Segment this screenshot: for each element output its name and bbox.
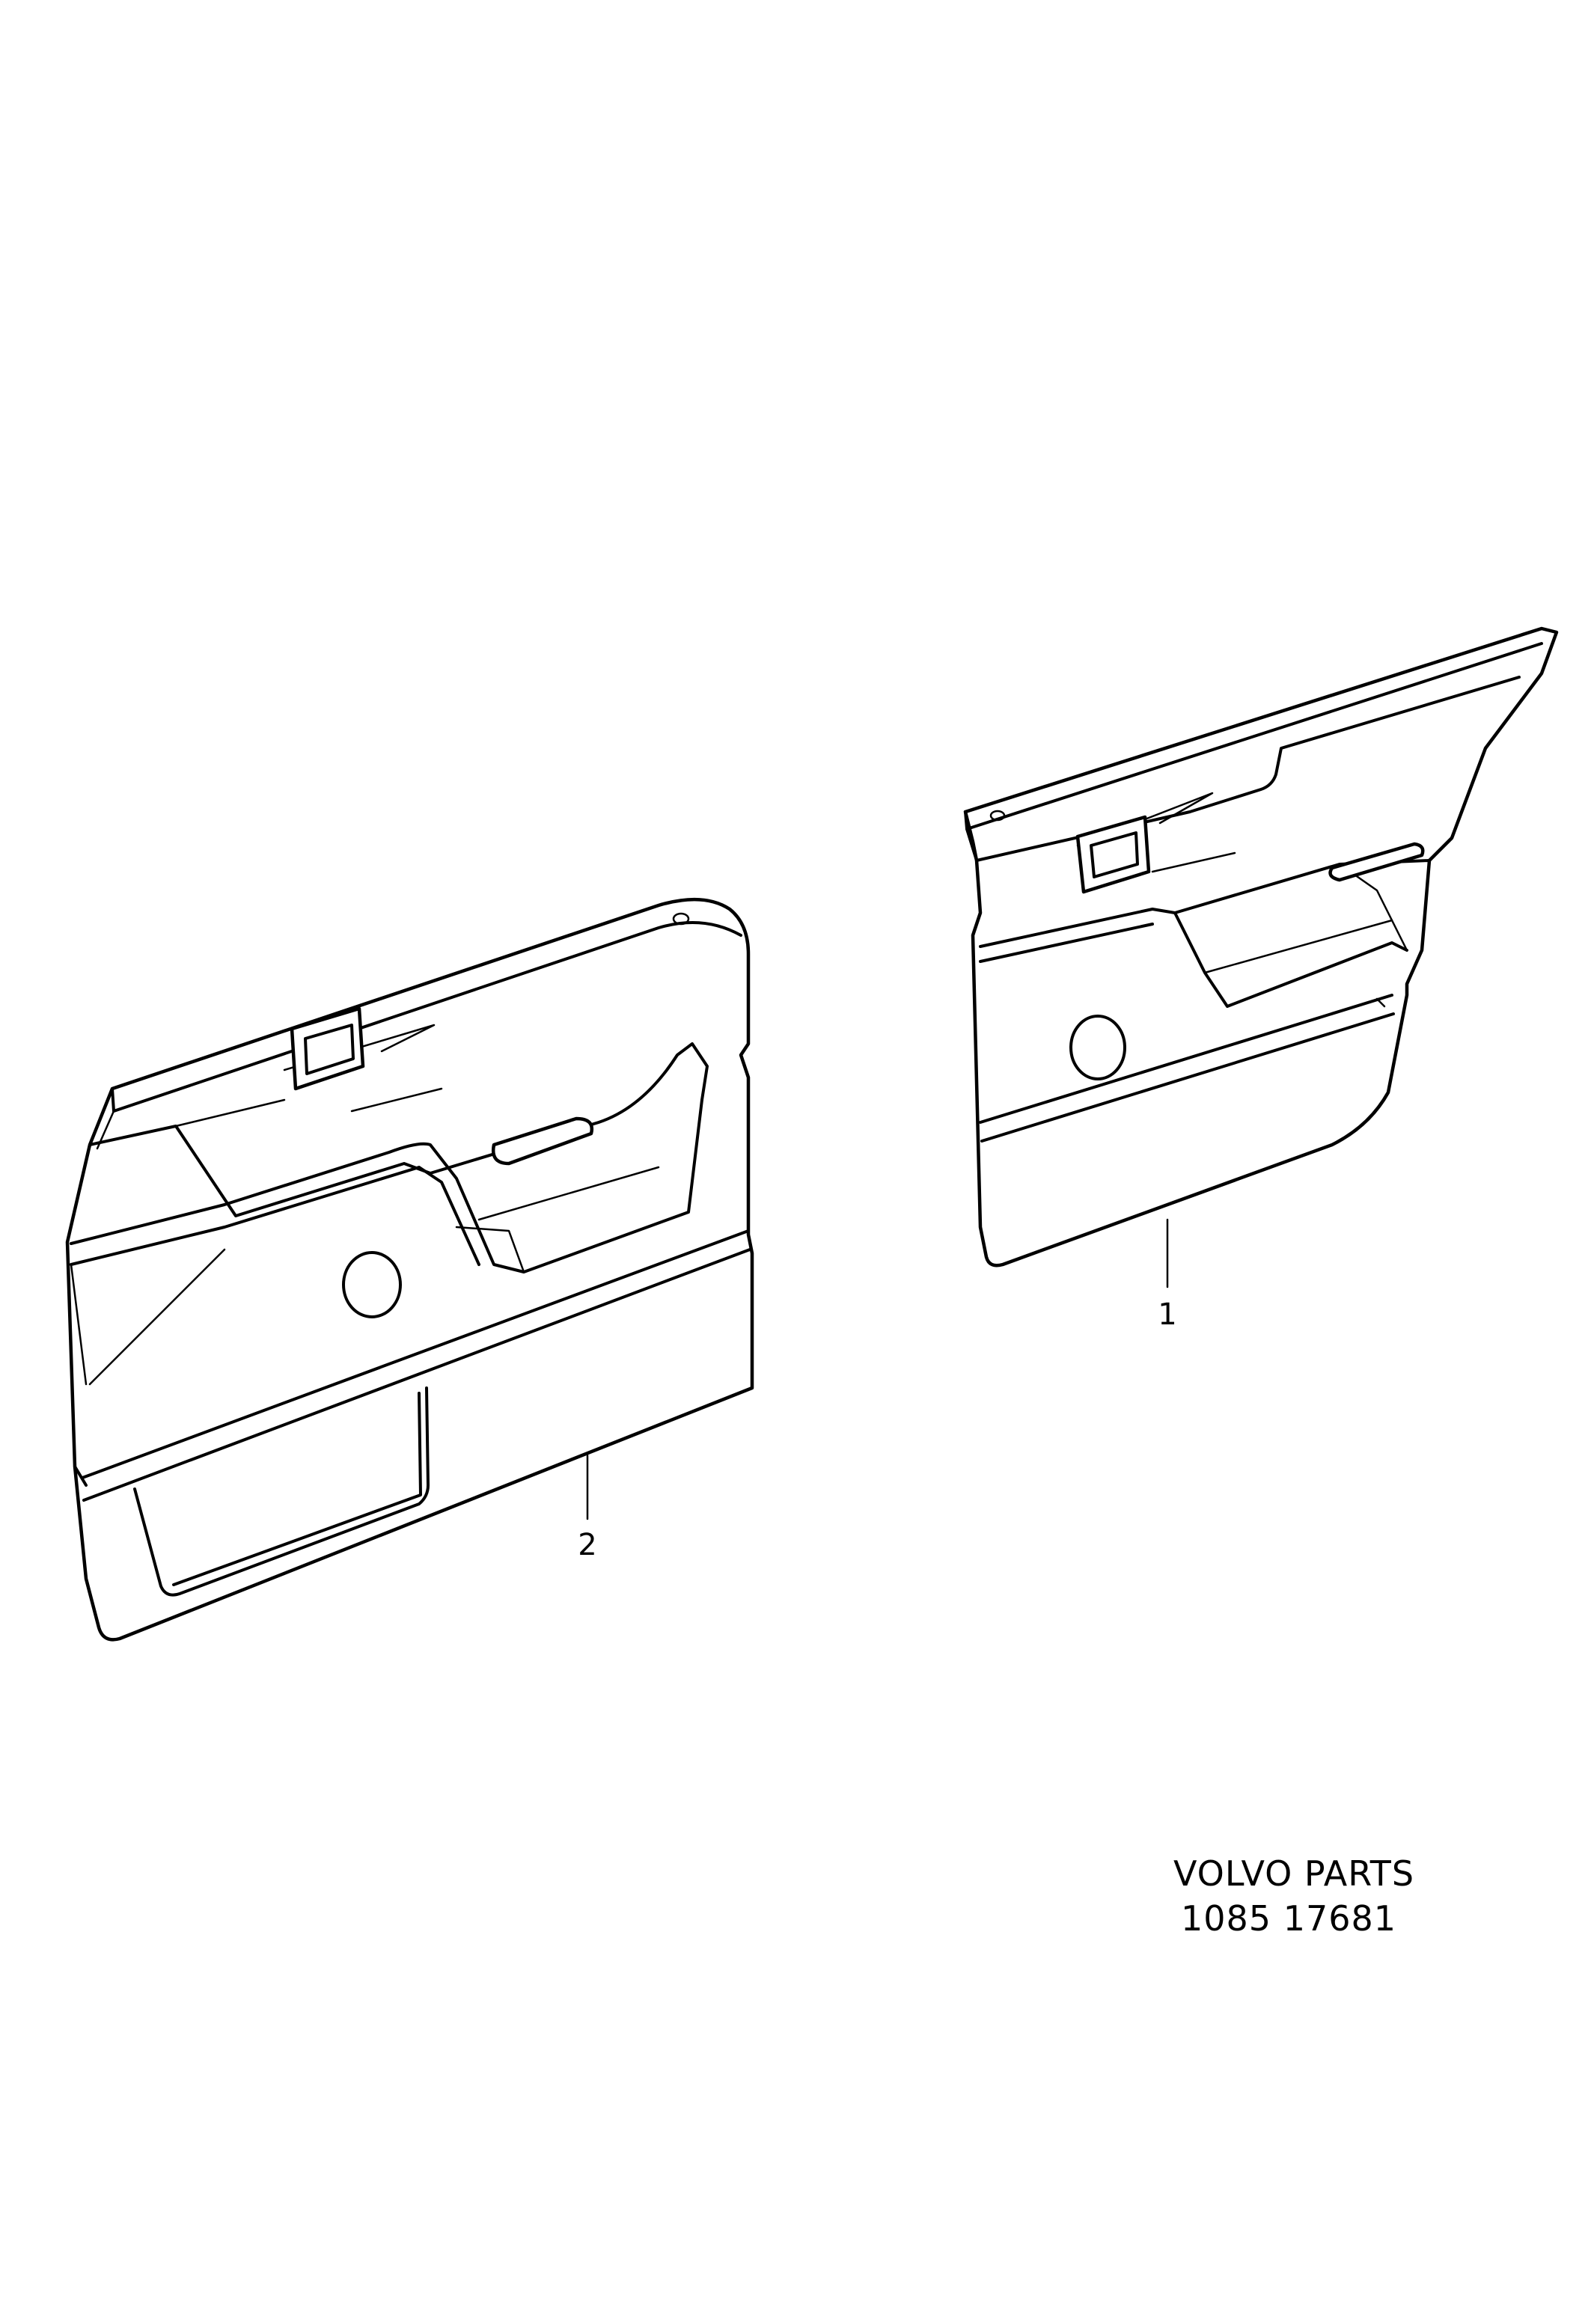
caption-part-number: 1085 17681 <box>1181 1898 1396 1939</box>
caption-brand: VOLVO PARTS <box>1173 1853 1414 1894</box>
door-panel-part-2 <box>65 897 754 1642</box>
part-label-1: 1 <box>1158 1297 1176 1332</box>
map-pocket-icon <box>133 1386 430 1597</box>
door-handle-recess-icon <box>290 1006 365 1091</box>
armrest-pull-icon <box>491 1116 594 1166</box>
speaker-grille-icon <box>1069 1015 1126 1080</box>
door-handle-recess-icon <box>1075 815 1151 894</box>
armrest-pull-icon <box>1328 842 1425 882</box>
speaker-grille-icon <box>342 1251 402 1318</box>
part-label-2: 2 <box>578 1528 596 1562</box>
door-panel-part-1 <box>963 626 1559 1268</box>
